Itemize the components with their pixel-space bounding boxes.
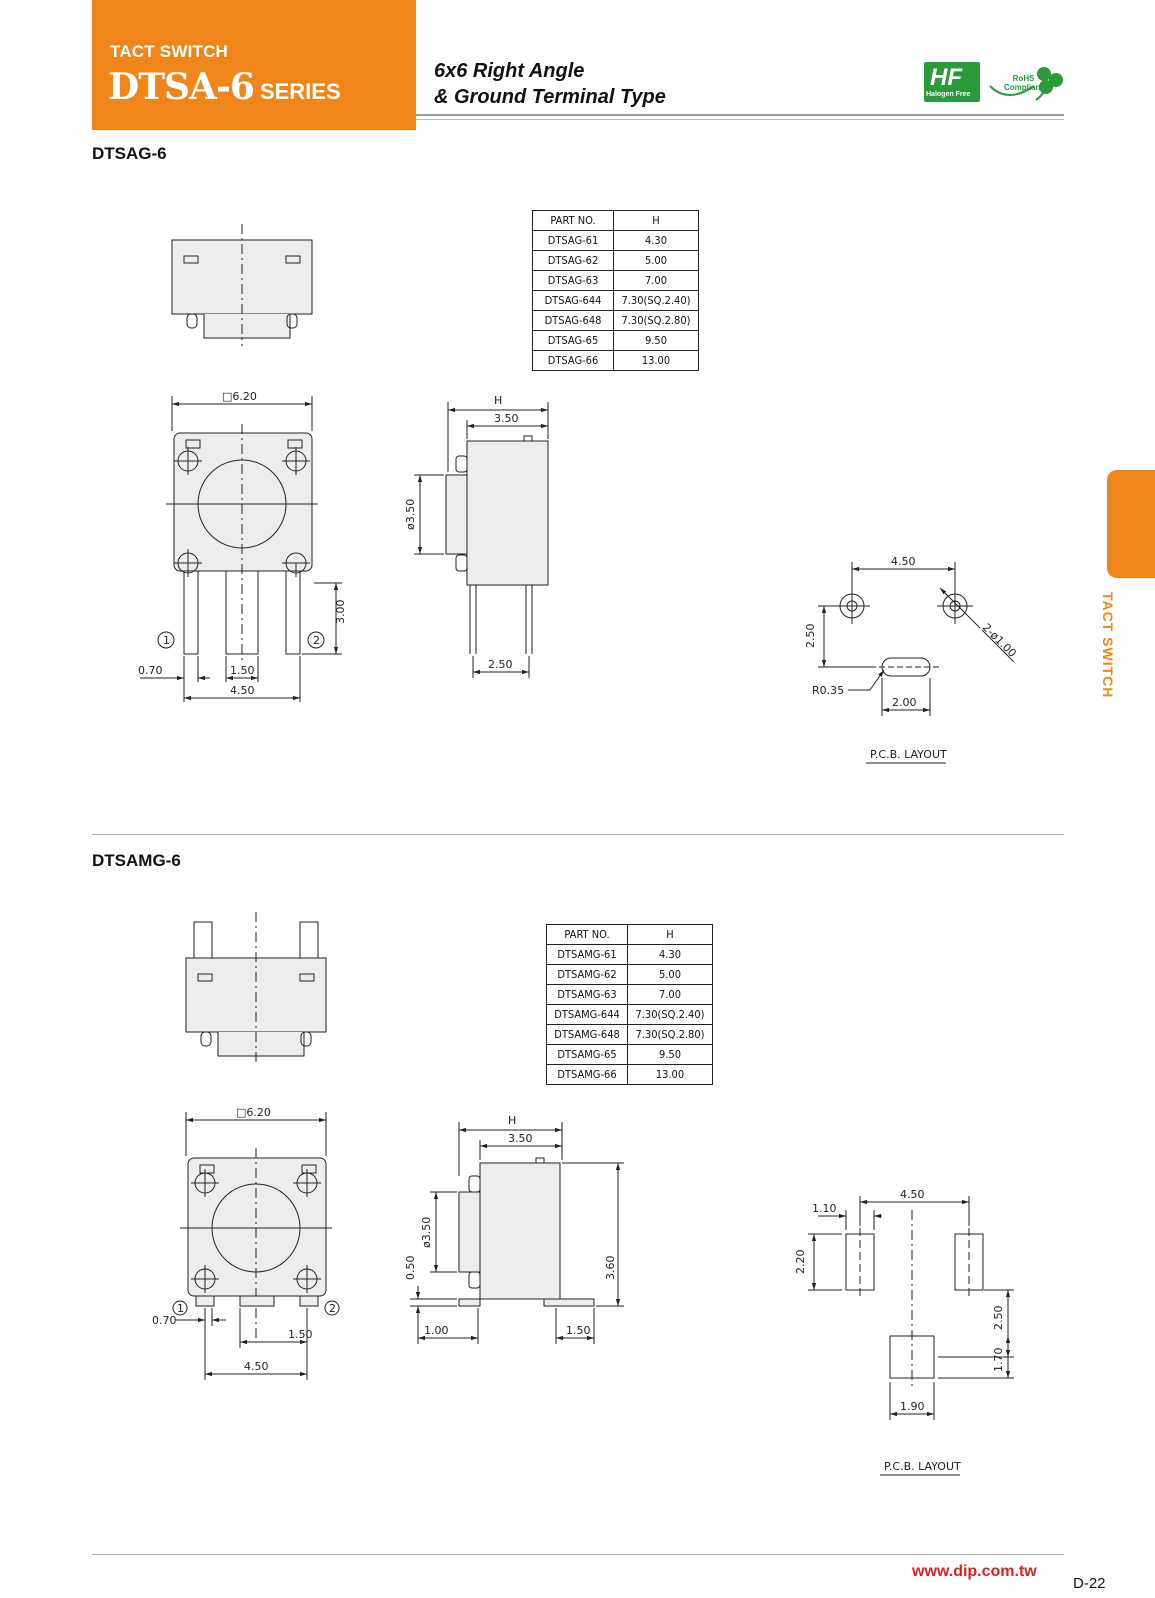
part-number-cell: DTSAG-62 [532,250,614,271]
pcb-dim-label: 1.90 [900,1400,925,1413]
dtsamg-top-view [185,912,327,1064]
rohs-line-1: RoHS [1012,74,1035,83]
dim-label: 1.00 [424,1324,449,1337]
header-divider [416,114,1064,116]
halogen-free-badge: HF Halogen Free [924,62,980,102]
footer-divider [92,1554,1064,1555]
subtitle-line-1: 6x6 Right Angle [434,60,585,82]
dim-label: 3.50 [508,1132,533,1145]
page-number: D-22 [1073,1575,1106,1592]
dim-label: 1.50 [288,1328,313,1341]
dim-label: 3.60 [604,1256,617,1281]
pcb-dim-label: 2.50 [992,1306,1005,1331]
pcb-dim-label: 4.50 [900,1188,925,1201]
section-title-dtsag: DTSAG-6 [92,144,167,163]
dim-label: ø3.50 [404,499,417,530]
pcb-dim-label: 1.10 [812,1202,837,1215]
dim-label: 0.70 [138,664,163,677]
dim-label: 3.00 [334,600,347,625]
section-title-dtsamg: DTSAMG-6 [92,851,181,870]
website-link[interactable]: www.dip.com.tw [912,1563,1037,1580]
height-cell: 7.30(SQ.2.40) [627,1004,713,1025]
dtsag-side-view [414,402,549,678]
rohs-badge: RoHS Compliant [986,60,1066,104]
pcb-caption: P.C.B. LAYOUT [884,1460,961,1473]
rohs-line-2: Compliant [1004,83,1044,92]
dtsag-dimension-labels: □6.20 3.00 0.70 1.50 4.50 1 2 H 3.50 ø3.… [138,390,1019,761]
dtsag-top-view [171,224,313,346]
pcb-dim-label: 1.70 [992,1348,1005,1373]
height-cell: 7.30(SQ.2.80) [627,1024,713,1045]
pcb-dim-label: 2.50 [804,624,817,649]
dim-label: □6.20 [236,1106,271,1119]
height-cell: 13.00 [613,350,699,371]
height-cell: 13.00 [627,1064,713,1085]
part-number-cell: DTSAMG-66 [546,1064,628,1085]
section-divider [92,834,1064,835]
height-cell: 7.30(SQ.2.80) [613,310,699,331]
pcb-dim-label: 2-ø1.00 [980,621,1019,660]
dim-label: 1.50 [230,664,255,677]
dim-label: 0.70 [152,1314,177,1327]
side-tab-label: TACT SWITCH [1100,592,1116,699]
dim-label: □6.20 [222,390,257,403]
rohs-text: RoHS Compliant [1004,74,1043,92]
pin-2-label: 2 [313,634,320,647]
pin-1-label: 1 [177,1302,184,1315]
dim-label: ø3.50 [420,1217,433,1248]
dim-label: 0.50 [404,1256,417,1281]
dim-label: H [508,1114,516,1127]
dtsamg-side-view [410,1122,624,1344]
dim-label: 4.50 [244,1360,269,1373]
pcb-dim-label: 2.00 [892,696,917,709]
hf-logo-text: HF [930,64,962,91]
side-tab [1107,470,1155,578]
part-number-cell: DTSAG-66 [532,350,614,371]
part-number-cell: DTSAMG-65 [546,1044,628,1065]
dim-label: 3.50 [494,412,519,425]
dtsag-front-view [140,396,342,702]
product-subtitle: 6x6 Right Angle & Ground Terminal Type [434,58,666,110]
dim-label: 2.50 [488,658,513,671]
dim-label: 1.50 [566,1324,591,1337]
part-number-cell: DTSAG-65 [532,330,614,351]
pcb-dim-label: 4.50 [891,555,916,568]
category-kicker: TACT SWITCH [110,42,229,61]
dtsamg-pcb-layout [808,1196,1014,1476]
series-suffix: SERIES [259,79,341,104]
dtsag-pcb-layout [818,562,1015,764]
pcb-dim-label: 2.20 [794,1250,807,1275]
height-cell: 7.30(SQ.2.40) [613,290,699,311]
subtitle-line-2: & Ground Terminal Type [434,86,666,108]
dtsamg-front-view [172,1112,340,1380]
dtsamg-dimension-labels: □6.20 0.70 1.50 4.50 1 2 H 3.50 ø3.50 0.… [152,1106,1005,1473]
pin-2-label: 2 [329,1302,336,1315]
clover-icon [989,67,1063,101]
pcb-dim-label: R0.35 [812,684,844,697]
hf-caption: Halogen Free [926,91,971,98]
dim-label: H [494,394,502,407]
pin-1-label: 1 [163,634,170,647]
dim-label: 4.50 [230,684,255,697]
column-header: H [613,210,699,231]
header-divider-thin [416,119,1064,120]
series-main: DTSA-6 [108,66,255,108]
pcb-caption: P.C.B. LAYOUT [870,748,947,761]
height-cell: 4.30 [627,944,713,965]
height-cell: 9.50 [613,330,699,351]
